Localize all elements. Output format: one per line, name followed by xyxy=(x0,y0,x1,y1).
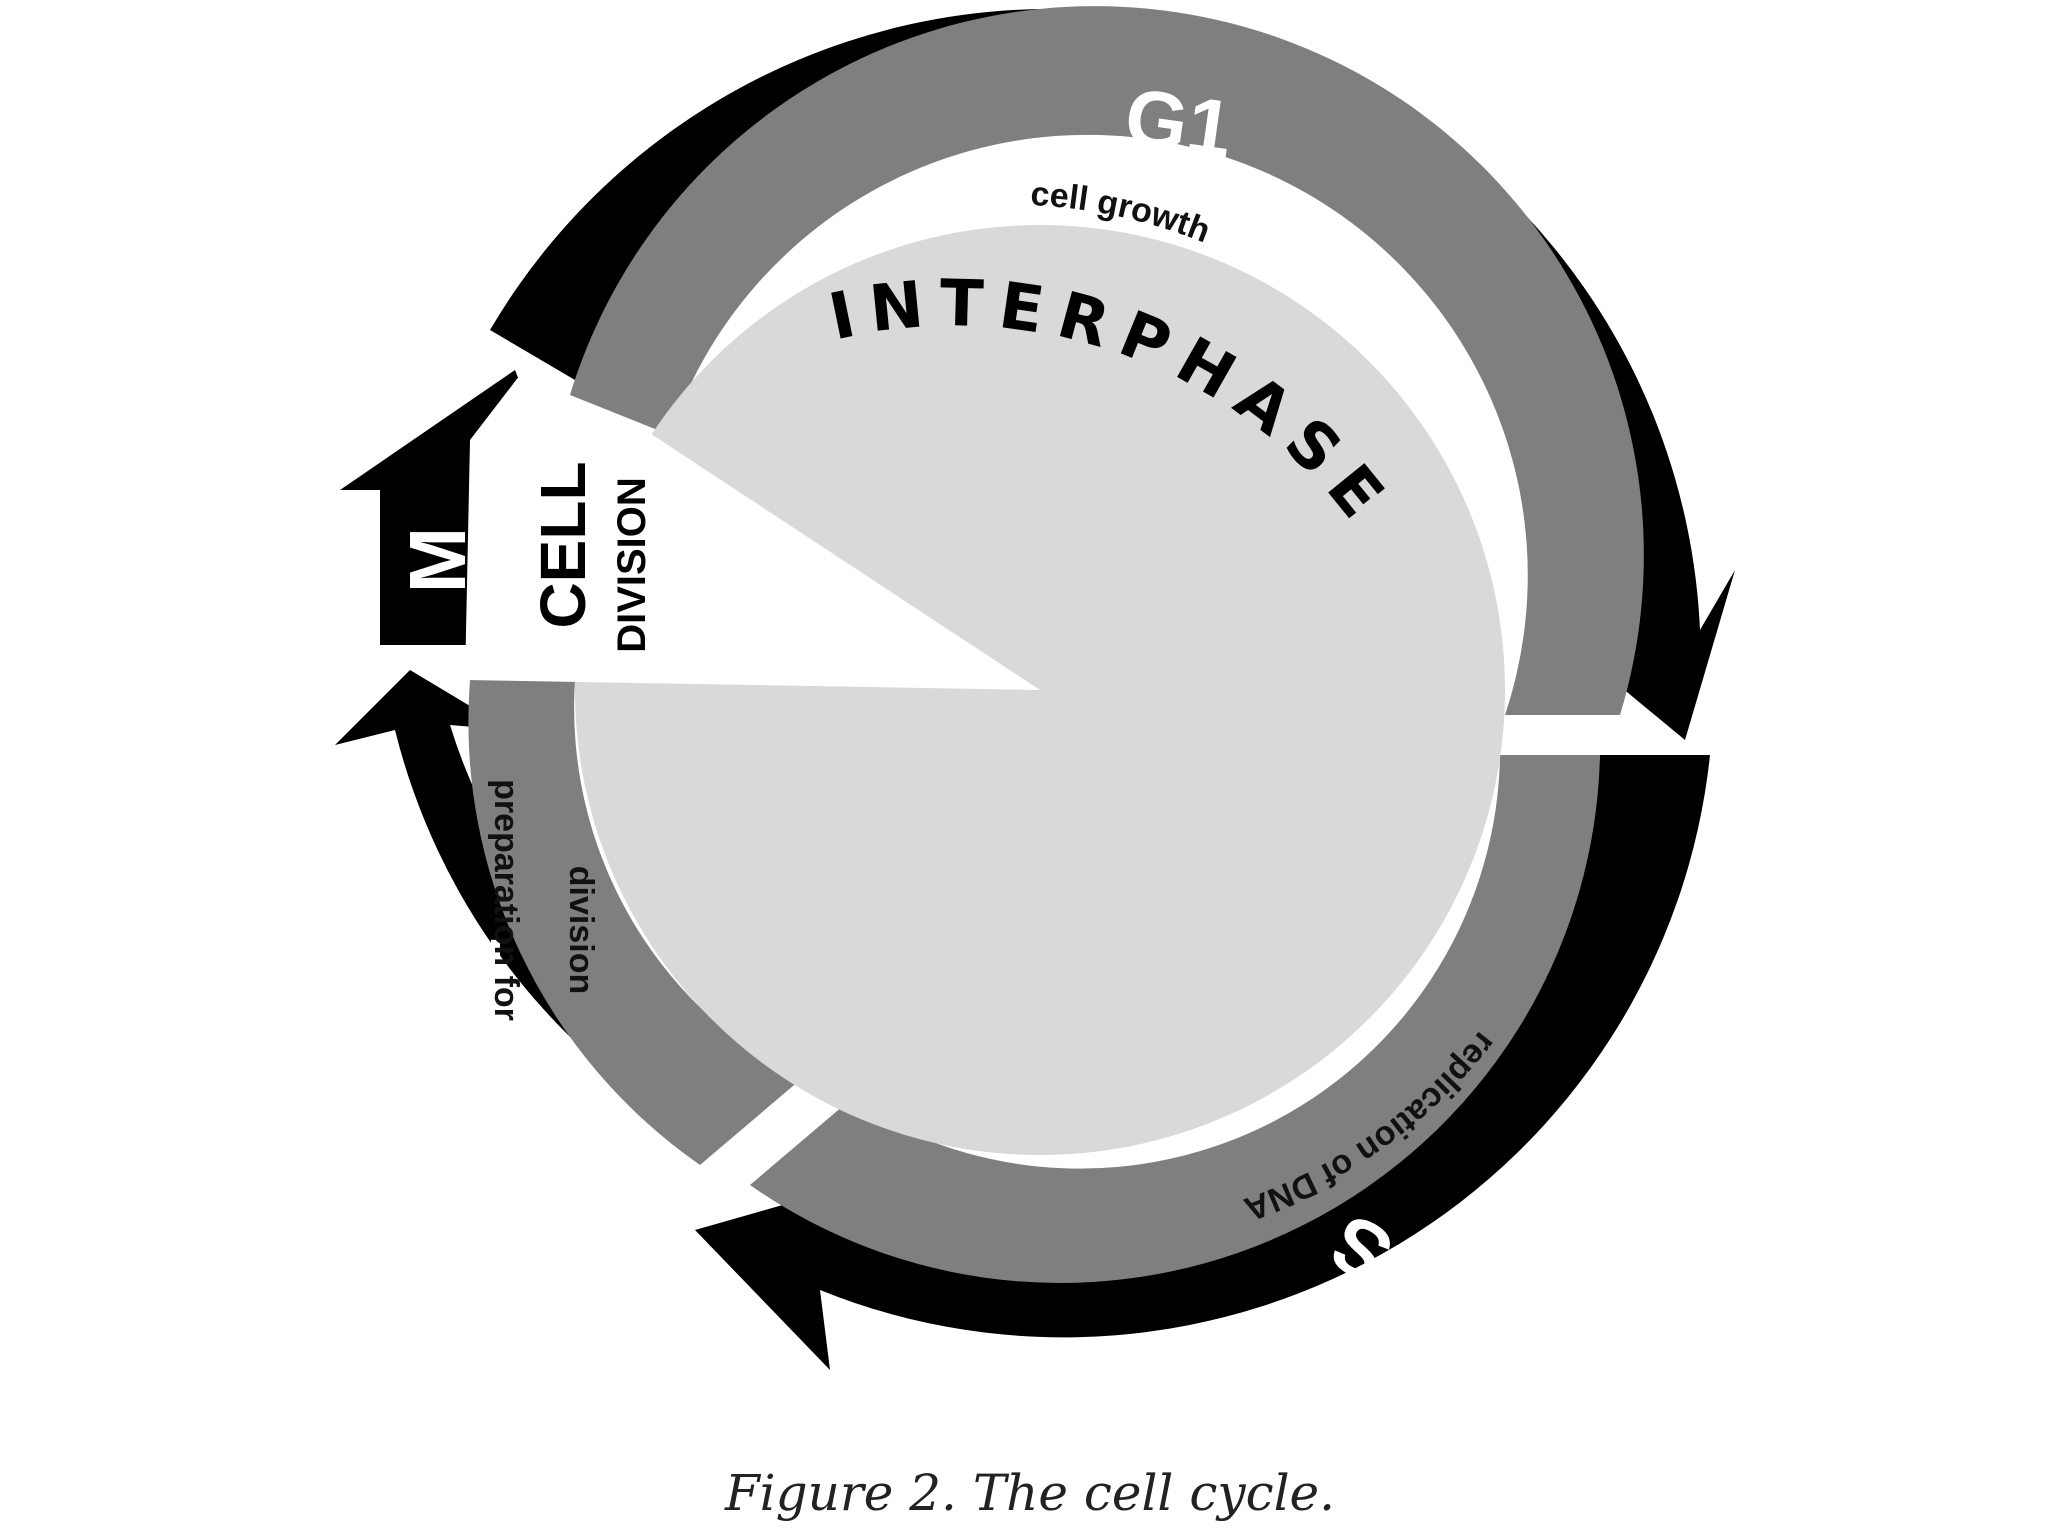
s-ring xyxy=(750,755,1600,1283)
cell-division-line1: CELL xyxy=(527,461,599,628)
cell-division-wedge xyxy=(465,375,1040,690)
g1-ring xyxy=(570,6,1644,715)
m-label: M xyxy=(393,527,482,594)
figure-caption: Figure 2. The cell cycle. xyxy=(724,1464,1335,1522)
g1-label: G1 xyxy=(1120,71,1238,174)
g2-label: G2 xyxy=(428,937,517,1044)
g2-description-line2: division xyxy=(562,866,600,994)
g2-description-line1: preparation for xyxy=(487,779,525,1021)
g2-ring xyxy=(468,680,800,1165)
cell-division-line2: DIVISION xyxy=(610,477,654,653)
